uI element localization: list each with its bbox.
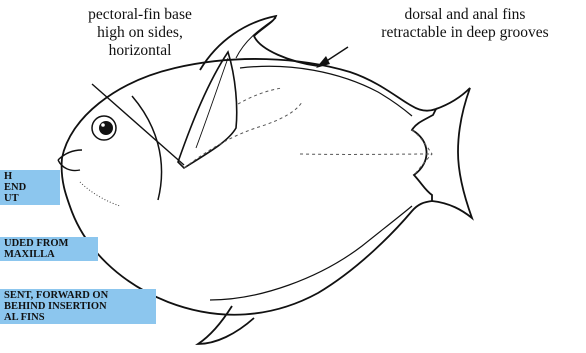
anal-groove-line [210,206,412,300]
dorsal-groove-line [240,66,412,116]
feature-tag-2: UDED FROM MAXILLA [0,237,98,261]
feature-tag-3: SENT, FORWARD ON BEHIND INSERTION AL FIN… [0,289,156,324]
pectoral-label-line1: pectoral-fin base [60,6,220,24]
fins-label-line1: dorsal and anal fins [344,6,586,24]
feature-tag-2-line2: MAXILLA [4,249,94,260]
fins-label: dorsal and anal fins retractable in deep… [344,6,586,42]
fish-body-outline [62,59,436,315]
feature-tag-1: H END UT [0,170,60,205]
fins-label-line2: retractable in deep grooves [344,24,586,42]
feature-tag-2-line1: UDED FROM [4,238,94,249]
pectoral-fin-label: pectoral-fin base high on sides, horizon… [60,6,220,60]
feature-tag-1-line1: H [4,171,56,182]
pectoral-label-line3: horizontal [60,42,220,60]
operculum-line [132,96,162,200]
pectoral-fin [178,52,237,168]
eye-highlight [101,123,105,127]
feature-tag-1-line2: END [4,182,56,193]
throat-stipple [80,182,120,206]
eye-iris [99,121,113,135]
tail-fin [432,88,472,218]
feature-tag-3-line1: SENT, FORWARD ON [4,290,152,301]
feature-tag-3-line2: BEHIND INSERTION [4,301,152,312]
pectoral-label-line2: high on sides, [60,24,220,42]
feature-tag-1-line3: UT [4,193,56,204]
feature-tag-3-line3: AL FINS [4,312,152,323]
